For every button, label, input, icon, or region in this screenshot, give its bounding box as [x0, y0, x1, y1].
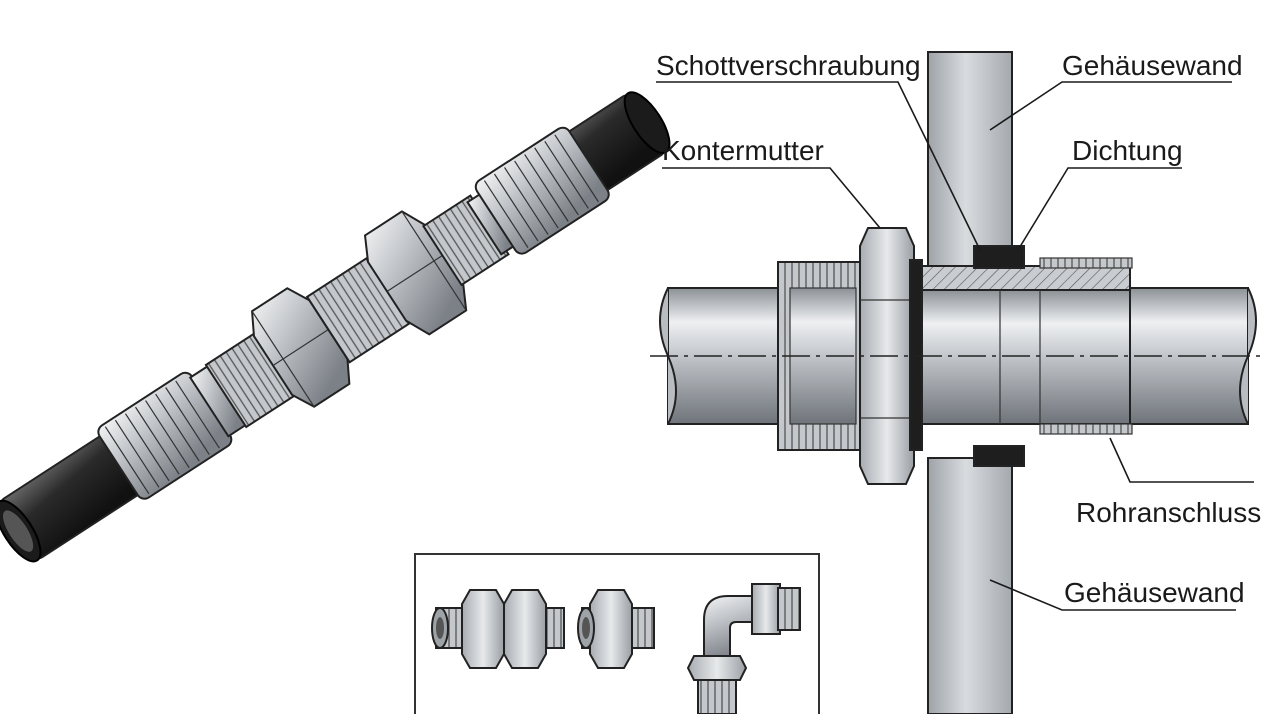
leader-kontermutter — [662, 167, 881, 229]
leader-gehaeusewand-top — [989, 81, 1232, 131]
fitting-double-nut — [431, 589, 565, 669]
fitting-elbow — [686, 583, 801, 714]
label-gehaeusewand-bottom: Gehäusewand — [1064, 577, 1245, 608]
seal-gasket — [973, 245, 1025, 467]
tube-connector — [917, 257, 1133, 435]
label-gehaeusewand-top: Gehäusewand — [1062, 50, 1243, 81]
hose-sleeve-right — [466, 126, 610, 256]
isometric-assembly — [0, 91, 671, 563]
leader-rohranschluss — [1109, 437, 1254, 483]
label-schottverschraubung: Schottverschraubung — [656, 50, 921, 81]
fittings-inset — [414, 553, 820, 714]
leader-schottverschraubung — [656, 81, 981, 251]
hex-nut-2 — [363, 210, 468, 336]
hex-nut-1 — [251, 287, 351, 408]
labels: Schottverschraubung Gehäusewand Kontermu… — [656, 50, 1261, 608]
label-rohranschluss: Rohranschluss — [1076, 497, 1261, 528]
label-kontermutter: Kontermutter — [662, 135, 824, 166]
fitting-single-nut — [577, 589, 655, 669]
housing-wall — [927, 51, 1013, 714]
label-dichtung: Dichtung — [1072, 135, 1183, 166]
leader-lines — [656, 81, 1254, 611]
cross-section — [650, 51, 1265, 714]
leader-gehaeusewand-bottom — [989, 579, 1236, 611]
leader-dichtung — [1017, 167, 1182, 251]
